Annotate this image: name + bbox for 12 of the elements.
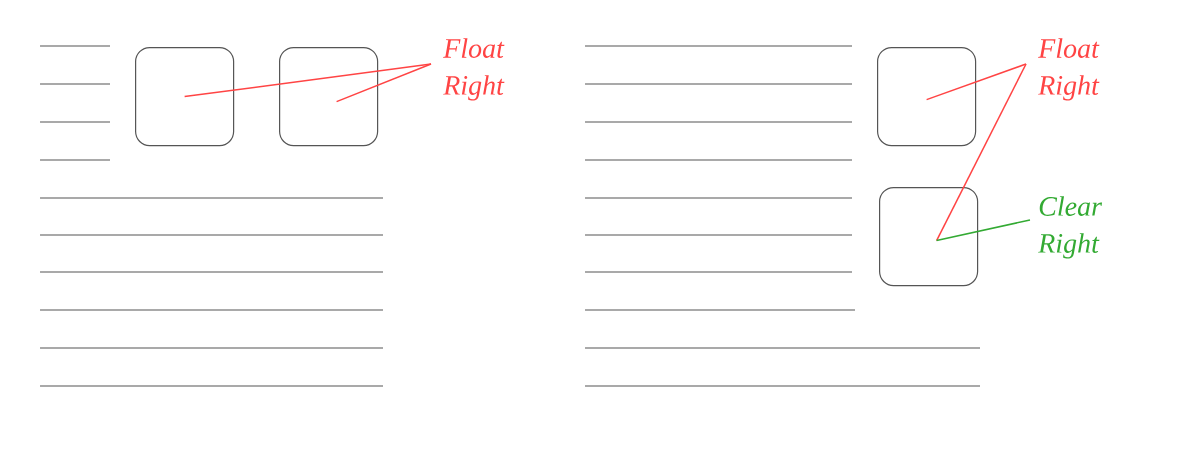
floated-box	[879, 187, 979, 287]
callout-text: Float Right	[1038, 38, 1100, 101]
floated-box	[877, 47, 977, 147]
leader-line	[925, 63, 1027, 101]
callout-text: Clear Right	[1038, 196, 1103, 259]
floated-box	[135, 47, 235, 147]
leader-line	[935, 63, 1027, 242]
floated-box	[279, 47, 379, 147]
leader-line	[335, 63, 432, 103]
callout-text: Float Right	[443, 38, 505, 101]
leader-line	[935, 219, 1031, 242]
leader-line	[183, 63, 432, 98]
